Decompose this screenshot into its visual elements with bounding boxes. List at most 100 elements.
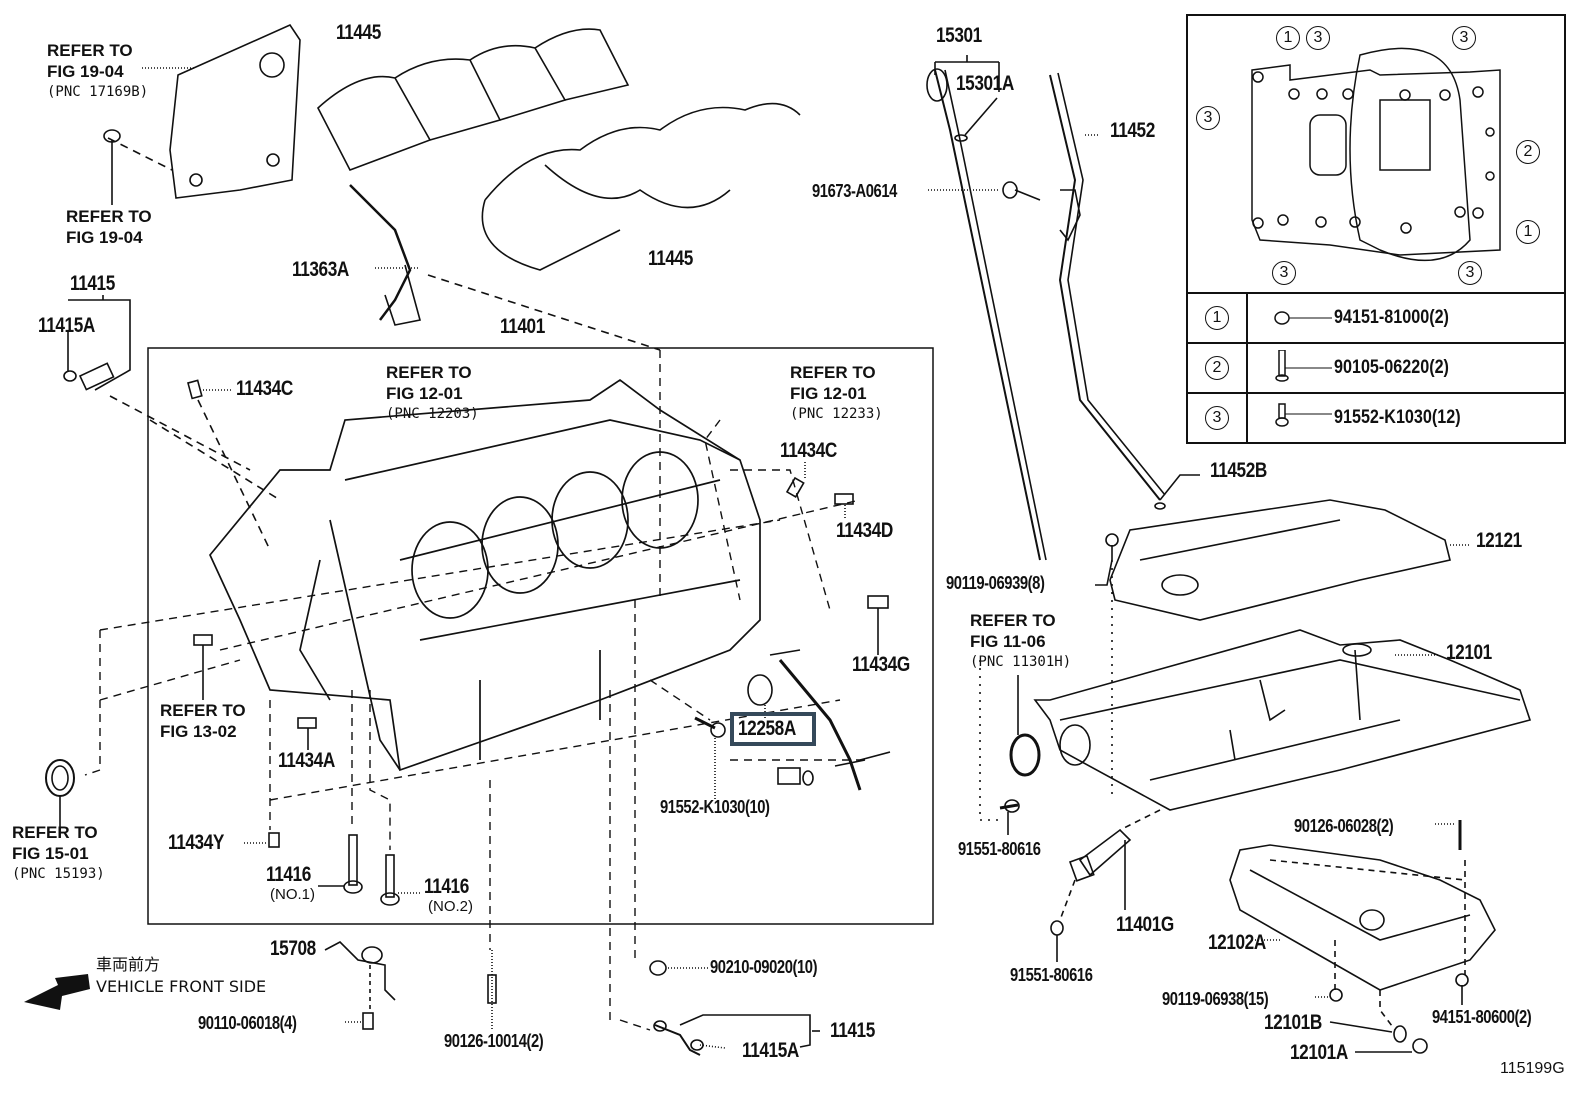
part-label-12121[interactable]: 12121 [1476, 529, 1522, 552]
fastener-location-inset: 1 3 3 3 2 1 3 3 1 94151-81000(2) 2 90105… [1186, 14, 1566, 444]
oil-nozzle-drawing [349, 184, 412, 321]
part-label-11415a-top[interactable]: 11415A [38, 314, 95, 337]
inset-oil-pan-bottom-drawing [1251, 47, 1501, 262]
part-label-90119-06939[interactable]: 90119-06939(8) [946, 573, 1045, 593]
part-label-11434c-left[interactable]: 11434C [236, 377, 293, 400]
part-label-11445-upper[interactable]: 11445 [336, 21, 381, 44]
legend-part-number[interactable]: 91552-K1030(12) [1334, 407, 1461, 428]
part-label-12101a[interactable]: 12101A [1290, 1041, 1348, 1064]
nut-icon [1274, 311, 1332, 325]
oil-baffle-drawing [1109, 499, 1451, 621]
part-label-11434y[interactable]: 11434Y [168, 831, 224, 854]
part-label-12102a[interactable]: 12102A [1208, 931, 1266, 954]
crankshaft-bearing-upper-drawing [317, 28, 630, 171]
bolt-drawing [103, 129, 121, 143]
arrow-left-icon [24, 974, 90, 1010]
inset-callout: 3 [1452, 26, 1476, 50]
part-label-91551-80616-lower[interactable]: 91551-80616 [1010, 965, 1093, 985]
reference-line: FIG 12-01 [790, 384, 867, 403]
part-label-15301a[interactable]: 15301A [956, 72, 1014, 95]
reference-fig-15-01[interactable]: REFER TO FIG 15-01 (PNC 15193) [12, 822, 105, 885]
legend-key: 1 [1205, 306, 1229, 330]
dowel-pin-drawing [187, 379, 203, 400]
part-sublabel-no2: (NO.2) [428, 898, 473, 915]
part-label-11434d[interactable]: 11434D [836, 519, 893, 542]
reference-line: REFER TO [12, 823, 98, 842]
part-label-11415a-bottom[interactable]: 11415A [742, 1039, 799, 1062]
part-label-11416-no1[interactable]: 11416 [266, 863, 311, 886]
reference-line: REFER TO [970, 611, 1056, 630]
reference-pnc: (PNC 15193) [12, 866, 105, 882]
vehicle-front-japanese: 車両前方 [96, 955, 161, 974]
long-bolt-icon [1275, 350, 1332, 382]
reference-fig-11-06[interactable]: REFER TO FIG 11-06 (PNC 11301H) [970, 610, 1071, 673]
reference-line: FIG 11-06 [970, 632, 1046, 651]
reference-line: REFER TO [47, 41, 133, 60]
part-label-15301[interactable]: 15301 [936, 24, 982, 47]
part-label-11401g[interactable]: 11401G [1116, 913, 1174, 936]
vehicle-front-english: VEHICLE FRONT SIDE [96, 977, 267, 996]
reference-line: FIG 12-01 [386, 384, 463, 403]
part-label-94151-80600[interactable]: 94151-80600(2) [1432, 1007, 1532, 1027]
reference-fig-12-01-12233[interactable]: REFER TO FIG 12-01 (PNC 12233) [790, 362, 883, 425]
part-label-91551-80616-upper[interactable]: 91551-80616 [958, 839, 1041, 859]
engine-block-group-frame [147, 347, 934, 925]
legend-part-number[interactable]: 94151-81000(2) [1334, 307, 1449, 328]
oil-pan-upper-drawing [1033, 629, 1532, 811]
bracket-drawing [324, 941, 396, 1001]
part-label-11415-top[interactable]: 11415 [70, 272, 115, 295]
reference-line: REFER TO [386, 363, 472, 382]
reference-line: FIG 13-02 [160, 722, 237, 741]
reference-line: REFER TO [790, 363, 876, 382]
part-label-91552-k1030[interactable]: 91552-K1030(10) [660, 797, 770, 817]
reference-line: REFER TO [160, 701, 246, 720]
inset-callout: 3 [1272, 261, 1296, 285]
reference-pnc: (PNC 17169B) [47, 84, 149, 100]
part-label-11434g[interactable]: 11434G [852, 653, 910, 676]
part-label-91673-a0614[interactable]: 91673-A0614 [812, 181, 897, 201]
inset-callout: 3 [1196, 106, 1220, 130]
highlighted-part-box [730, 712, 816, 746]
timing-cover-drawing [169, 23, 301, 199]
legend-row: 2 90105-06220(2) [1188, 342, 1564, 392]
inset-callout: 3 [1458, 261, 1482, 285]
legend-row: 3 91552-K1030(12) [1188, 392, 1564, 442]
part-label-11445-lower[interactable]: 11445 [648, 247, 693, 270]
vehicle-front-label: 車両前方 VEHICLE FRONT SIDE [96, 954, 266, 998]
part-label-90119-06938[interactable]: 90119-06938(15) [1162, 989, 1269, 1009]
part-label-90126-10014[interactable]: 90126-10014(2) [444, 1031, 544, 1051]
cylinder-block-drawing [209, 378, 761, 772]
part-label-12101[interactable]: 12101 [1446, 641, 1492, 664]
legend-part-number[interactable]: 90105-06220(2) [1334, 357, 1449, 378]
part-label-11452[interactable]: 11452 [1110, 119, 1155, 142]
legend-key: 2 [1205, 356, 1229, 380]
part-label-11434a[interactable]: 11434A [278, 749, 335, 772]
part-label-15708[interactable]: 15708 [270, 937, 316, 960]
part-label-11363a[interactable]: 11363A [292, 258, 349, 281]
dipstick-guide-drawing [1049, 74, 1161, 501]
part-label-11434c-right[interactable]: 11434C [780, 439, 837, 462]
reference-fig-19-04-bolt[interactable]: REFER TO FIG 19-04 [66, 206, 152, 248]
bolt-drawing [348, 834, 358, 886]
part-label-11415-bottom[interactable]: 11415 [830, 1019, 875, 1042]
part-label-12258a[interactable]: 12258A [738, 717, 796, 740]
sensor-drawing [1078, 828, 1132, 877]
part-label-90126-06028[interactable]: 90126-06028(2) [1294, 816, 1394, 836]
inset-callout: 3 [1306, 26, 1330, 50]
part-label-90210-09020[interactable]: 90210-09020(10) [710, 957, 818, 977]
part-label-90110-06018[interactable]: 90110-06018(4) [198, 1013, 297, 1033]
part-label-12101b[interactable]: 12101B [1264, 1011, 1322, 1034]
reference-fig-19-04-cover[interactable]: REFER TO FIG 19-04 (PNC 17169B) [47, 40, 148, 103]
inset-callout: 1 [1276, 26, 1300, 50]
reference-fig-12-01-12203[interactable]: REFER TO FIG 12-01 (PNC 12203) [386, 362, 479, 425]
inset-callout: 2 [1516, 140, 1540, 164]
part-label-11416-no2[interactable]: 11416 [424, 875, 469, 898]
bolt-icon [1275, 403, 1332, 427]
reference-line: FIG 19-04 [47, 62, 124, 81]
reference-fig-13-02[interactable]: REFER TO FIG 13-02 [160, 700, 246, 742]
part-label-11401[interactable]: 11401 [500, 315, 545, 338]
legend-key: 3 [1205, 406, 1229, 430]
part-label-11452b[interactable]: 11452B [1210, 459, 1267, 482]
